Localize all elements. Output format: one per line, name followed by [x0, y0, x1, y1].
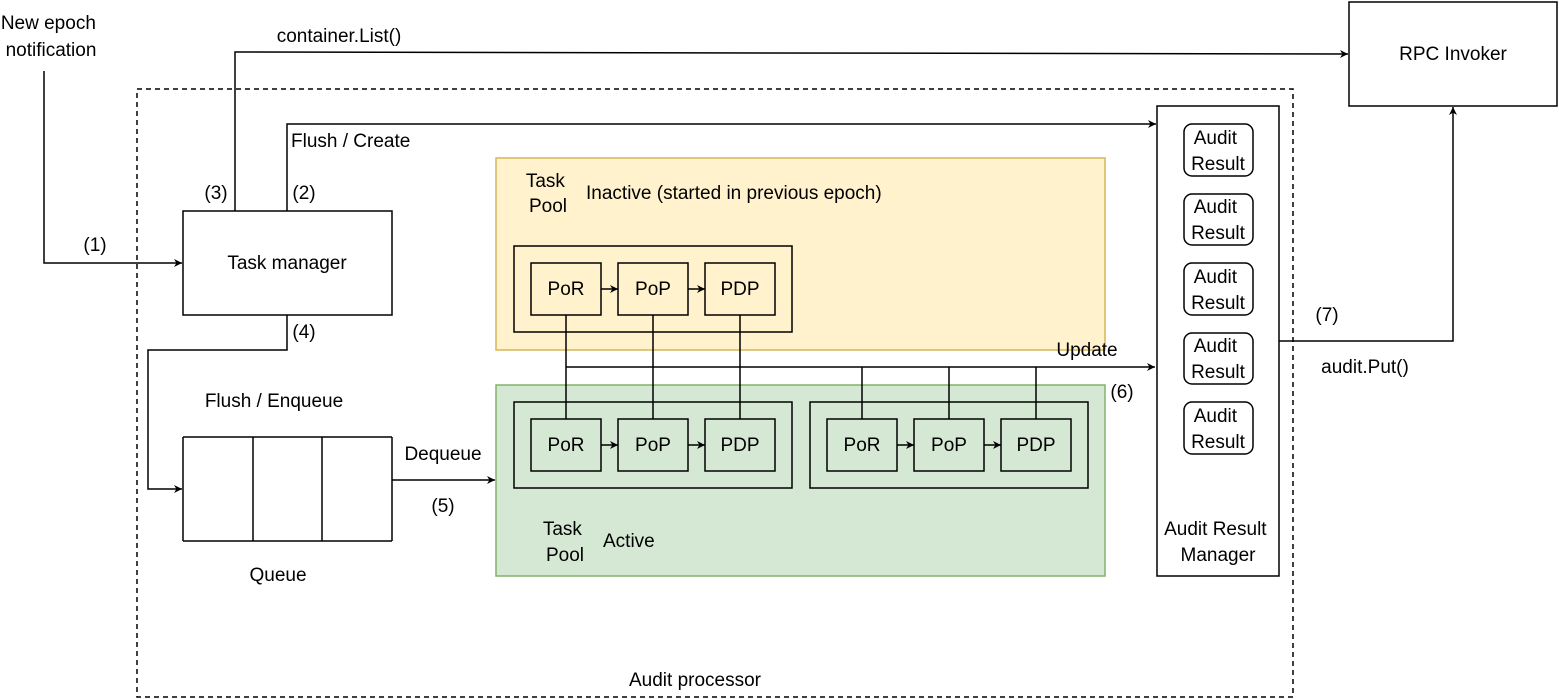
flush-create-label: Flush / Create: [291, 131, 410, 152]
audit-result-3-line2: Result: [1191, 293, 1246, 314]
new-epoch-notification: New epoch notification: [1, 13, 101, 61]
inactive-task-pool: [495, 157, 1106, 351]
task-manager: [182, 210, 393, 316]
audit-result-5-line1: Audit: [1194, 406, 1238, 427]
flush-enqueue-label: Flush / Enqueue: [205, 391, 343, 412]
audit-put-label: audit.Put(): [1321, 357, 1409, 378]
audit-result-3-line1: Audit: [1194, 267, 1238, 288]
audit-result-2-line1: Audit: [1194, 197, 1238, 218]
active-task-pool-title-line2: Pool: [546, 545, 584, 566]
queue: [182, 436, 393, 542]
edge-4-flush-enqueue: [147, 315, 288, 493]
inactive-task-pool-title-line2: Pool: [529, 196, 567, 217]
edge-5-label: (5): [431, 496, 454, 517]
active1-step-pop-label: PoP: [635, 435, 671, 456]
inactive-step-por-label: PoR: [548, 279, 585, 300]
audit-result-manager-label-line2: Manager: [1181, 545, 1257, 566]
update-label: Update: [1056, 340, 1117, 361]
audit-result-manager-label-line1: Audit Result: [1164, 519, 1267, 540]
active-task-pool-status: Active: [603, 531, 655, 552]
edge-7-audit-put: [1279, 107, 1457, 342]
audit-result-3: Audit Result: [1183, 262, 1254, 316]
rpc-invoker: [1348, 1, 1558, 107]
active-task-pool: [495, 384, 1106, 577]
svg-text:Audit Result: Audit Result: [1191, 267, 1246, 314]
edge-3-label: (3): [204, 183, 227, 204]
edge-3-container-list: [234, 49, 1349, 211]
audit-result-5: Audit Result: [1183, 401, 1254, 455]
audit-result-1: Audit Result: [1183, 123, 1254, 177]
audit-result-manager-label: Audit Result Manager: [1164, 519, 1272, 566]
active1-step-por-label: PoR: [548, 435, 585, 456]
edge-7-label: (7): [1315, 305, 1338, 326]
active1-step-pdp-label: PDP: [720, 435, 759, 456]
queue-label: Queue: [249, 565, 306, 586]
inactive-task-pool-title: Task Pool: [526, 171, 570, 217]
inactive-step-pdp-label: PDP: [720, 279, 759, 300]
svg-text:Audit Result: Audit Result: [1191, 406, 1246, 453]
rpc-invoker-label: RPC Invoker: [1399, 44, 1507, 65]
audit-result-1-line2: Result: [1191, 154, 1246, 175]
inactive-task-pool-title-line1: Task: [526, 171, 566, 192]
svg-text:Audit Result: Audit Result: [1191, 336, 1246, 383]
audit-result-2: Audit Result: [1183, 193, 1254, 246]
audit-result-4-line1: Audit: [1194, 336, 1238, 357]
svg-text:Audit Result: Audit Result: [1191, 197, 1246, 244]
audit-result-1-line1: Audit: [1194, 128, 1238, 149]
active-task-pool-title-line1: Task: [543, 519, 583, 540]
audit-result-5-line2: Result: [1191, 432, 1246, 453]
container-list-label: container.List(): [277, 26, 402, 47]
edge-1-notify: [43, 71, 182, 267]
svg-text:Audit Result: Audit Result: [1191, 128, 1246, 175]
active-task-pool-title: Task Pool: [543, 519, 587, 566]
dequeue-label: Dequeue: [404, 444, 481, 465]
active2-step-pdp-label: PDP: [1016, 435, 1055, 456]
inactive-step-pop-label: PoP: [635, 279, 671, 300]
active2-step-por-label: PoR: [844, 435, 881, 456]
step-6-label: (6): [1110, 382, 1133, 403]
active2-step-pop-label: PoP: [931, 435, 967, 456]
audit-result-2-line2: Result: [1191, 223, 1246, 244]
edge-4-label: (4): [292, 322, 315, 343]
new-epoch-notification-line2: notification: [6, 40, 97, 61]
edge-2-label: (2): [292, 183, 315, 204]
task-manager-label: Task manager: [227, 253, 347, 274]
audit-processor-label: Audit processor: [629, 670, 762, 691]
audit-result-manager: [1156, 105, 1280, 577]
audit-result-4: Audit Result: [1183, 332, 1254, 385]
audit-result-4-line2: Result: [1191, 362, 1246, 383]
edge-1-label: (1): [83, 235, 106, 256]
edge-2-flush-create: [286, 120, 1156, 211]
audit-processor-boundary: [136, 88, 1294, 698]
inactive-task-pool-status: Inactive (started in previous epoch): [586, 183, 882, 204]
new-epoch-notification-line1: New epoch: [1, 13, 96, 34]
